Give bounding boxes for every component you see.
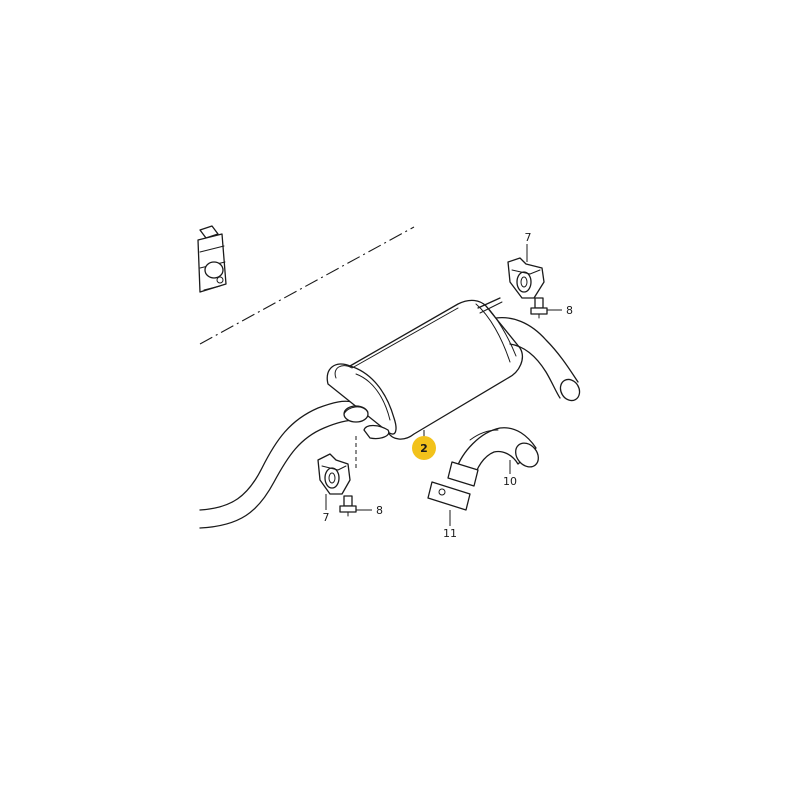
tailpipe-tip: [447, 427, 539, 487]
callout-8-bottom: 8: [376, 504, 383, 517]
callout-10: 10: [503, 475, 517, 488]
axis-line: [199, 226, 415, 345]
bolt-top: [530, 297, 548, 319]
callout-2: 2: [420, 442, 428, 455]
callout-8-top: 8: [566, 304, 573, 317]
callout-7-bottom: 7: [323, 511, 330, 524]
inlet-pipe: [199, 400, 357, 529]
callout-7-top: 7: [525, 231, 532, 244]
clamp: [427, 481, 471, 511]
callout-2-highlight: [412, 436, 436, 460]
upstream-component: [197, 225, 227, 293]
rear-muffler: [326, 297, 523, 440]
callout-11: 11: [443, 527, 457, 540]
rubber-mount-top: [507, 257, 545, 299]
hanger-stud-top: [477, 297, 501, 309]
outlet-pipe: [495, 316, 581, 402]
hanger-peg-bottom: [363, 424, 390, 440]
bolt-bottom: [339, 495, 357, 517]
rubber-mount-bottom: [317, 453, 351, 495]
